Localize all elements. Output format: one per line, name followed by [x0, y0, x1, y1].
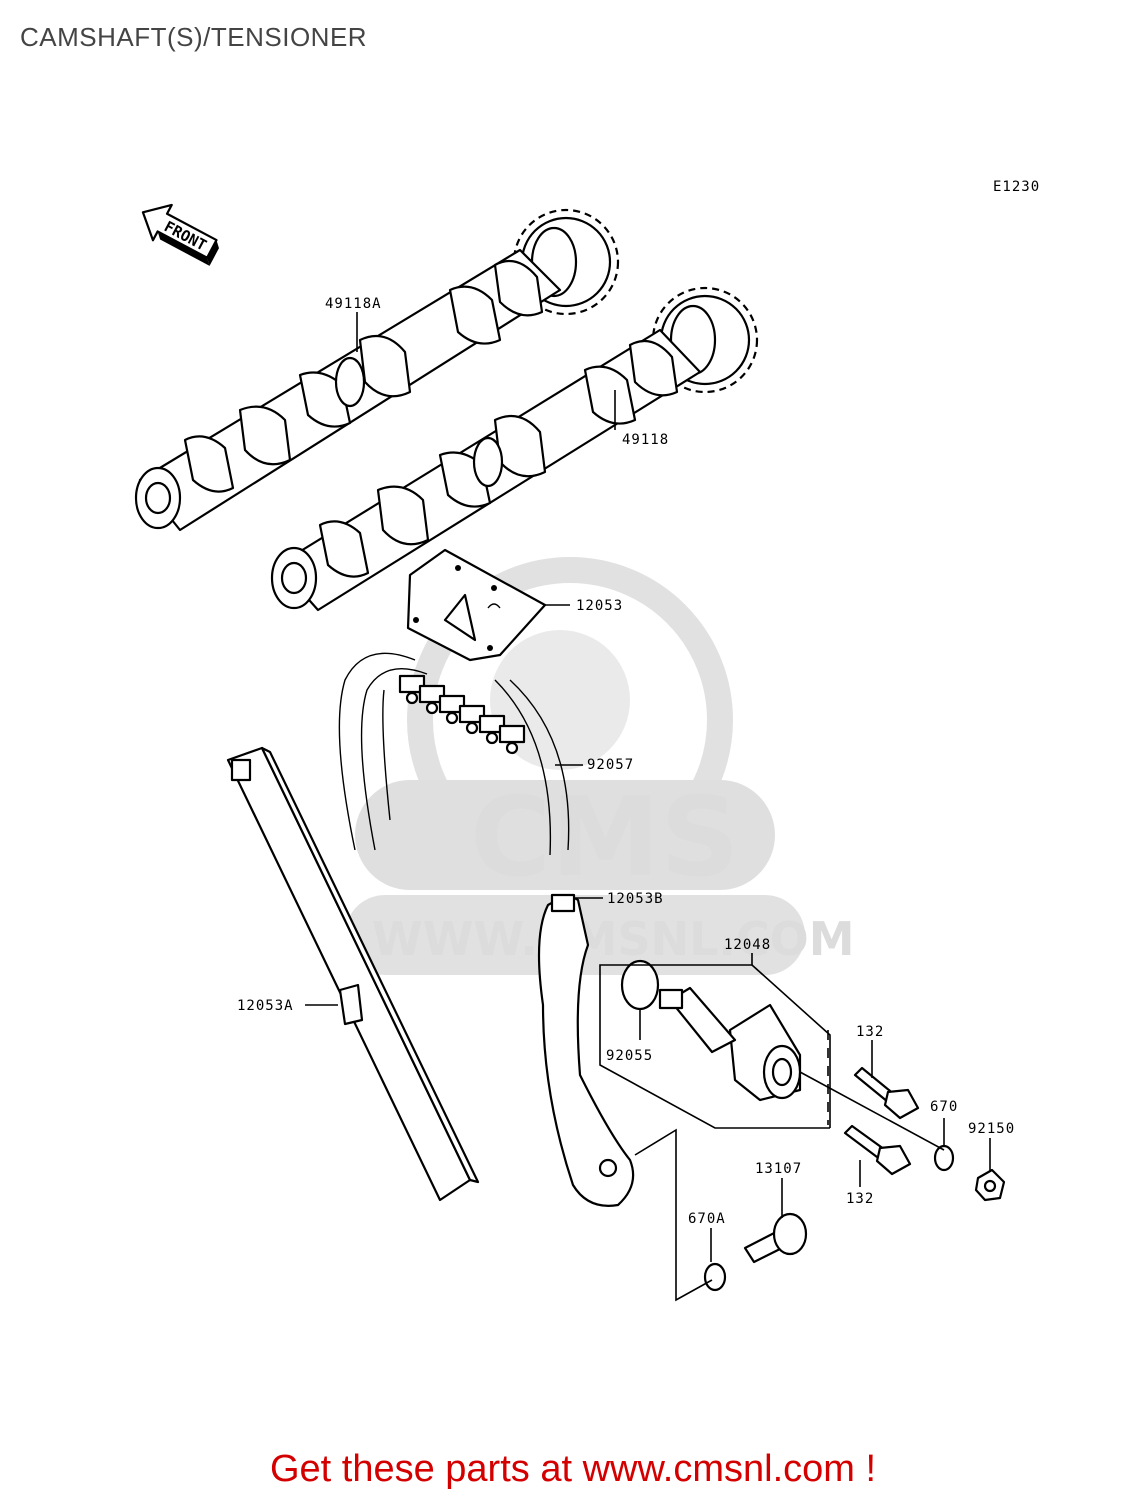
label-49118A: 49118A	[325, 296, 382, 312]
label-12048: 12048	[724, 937, 771, 953]
leader-lines	[305, 312, 991, 1302]
o-ring-92055	[620, 959, 660, 1011]
part-labels: 49118A 49118 12053 92057 12053B 12048 12…	[237, 296, 1015, 1227]
plug-92150	[974, 1168, 1006, 1202]
label-132-bottom: 132	[846, 1191, 874, 1207]
chain-guide-12053	[406, 548, 547, 662]
label-92150: 92150	[968, 1121, 1015, 1137]
watermark-brand: CMS	[470, 773, 739, 901]
camshaft-49118	[270, 286, 759, 612]
watermark-url: WWW.CMSNL.COM	[372, 912, 855, 966]
promo-link[interactable]: Get these parts at www.cmsnl.com !	[269, 1448, 877, 1490]
pin-13107	[743, 1212, 808, 1264]
label-12053: 12053	[576, 598, 623, 614]
label-92057: 92057	[587, 757, 634, 773]
front-arrow-icon: FRONT	[141, 203, 219, 266]
tensioner-12048	[658, 986, 802, 1102]
label-13107: 13107	[755, 1161, 802, 1177]
cam-chain-92057	[338, 652, 570, 856]
diagram-code: E1230	[993, 179, 1040, 195]
washer-670	[933, 1144, 955, 1172]
label-92055: 92055	[606, 1048, 653, 1064]
chain-guide-12053A	[226, 746, 480, 1202]
label-12053B: 12053B	[607, 891, 664, 907]
tensioner-guide-12053B	[537, 893, 635, 1207]
chain-links	[398, 674, 526, 755]
bolt-132-lower	[843, 1124, 912, 1176]
bolt-132-upper	[853, 1066, 920, 1120]
o-ring-670A	[703, 1262, 727, 1292]
camshaft-49118A	[134, 208, 620, 532]
promo-banner: Get these parts at www.cmsnl.com !	[0, 1448, 1146, 1491]
label-132-top: 132	[856, 1024, 884, 1040]
label-12053A: 12053A	[237, 998, 294, 1014]
label-670A: 670A	[688, 1211, 726, 1227]
label-670: 670	[930, 1099, 958, 1115]
label-49118: 49118	[622, 432, 669, 448]
page-title: CAMSHAFT(S)/TENSIONER	[20, 22, 368, 52]
